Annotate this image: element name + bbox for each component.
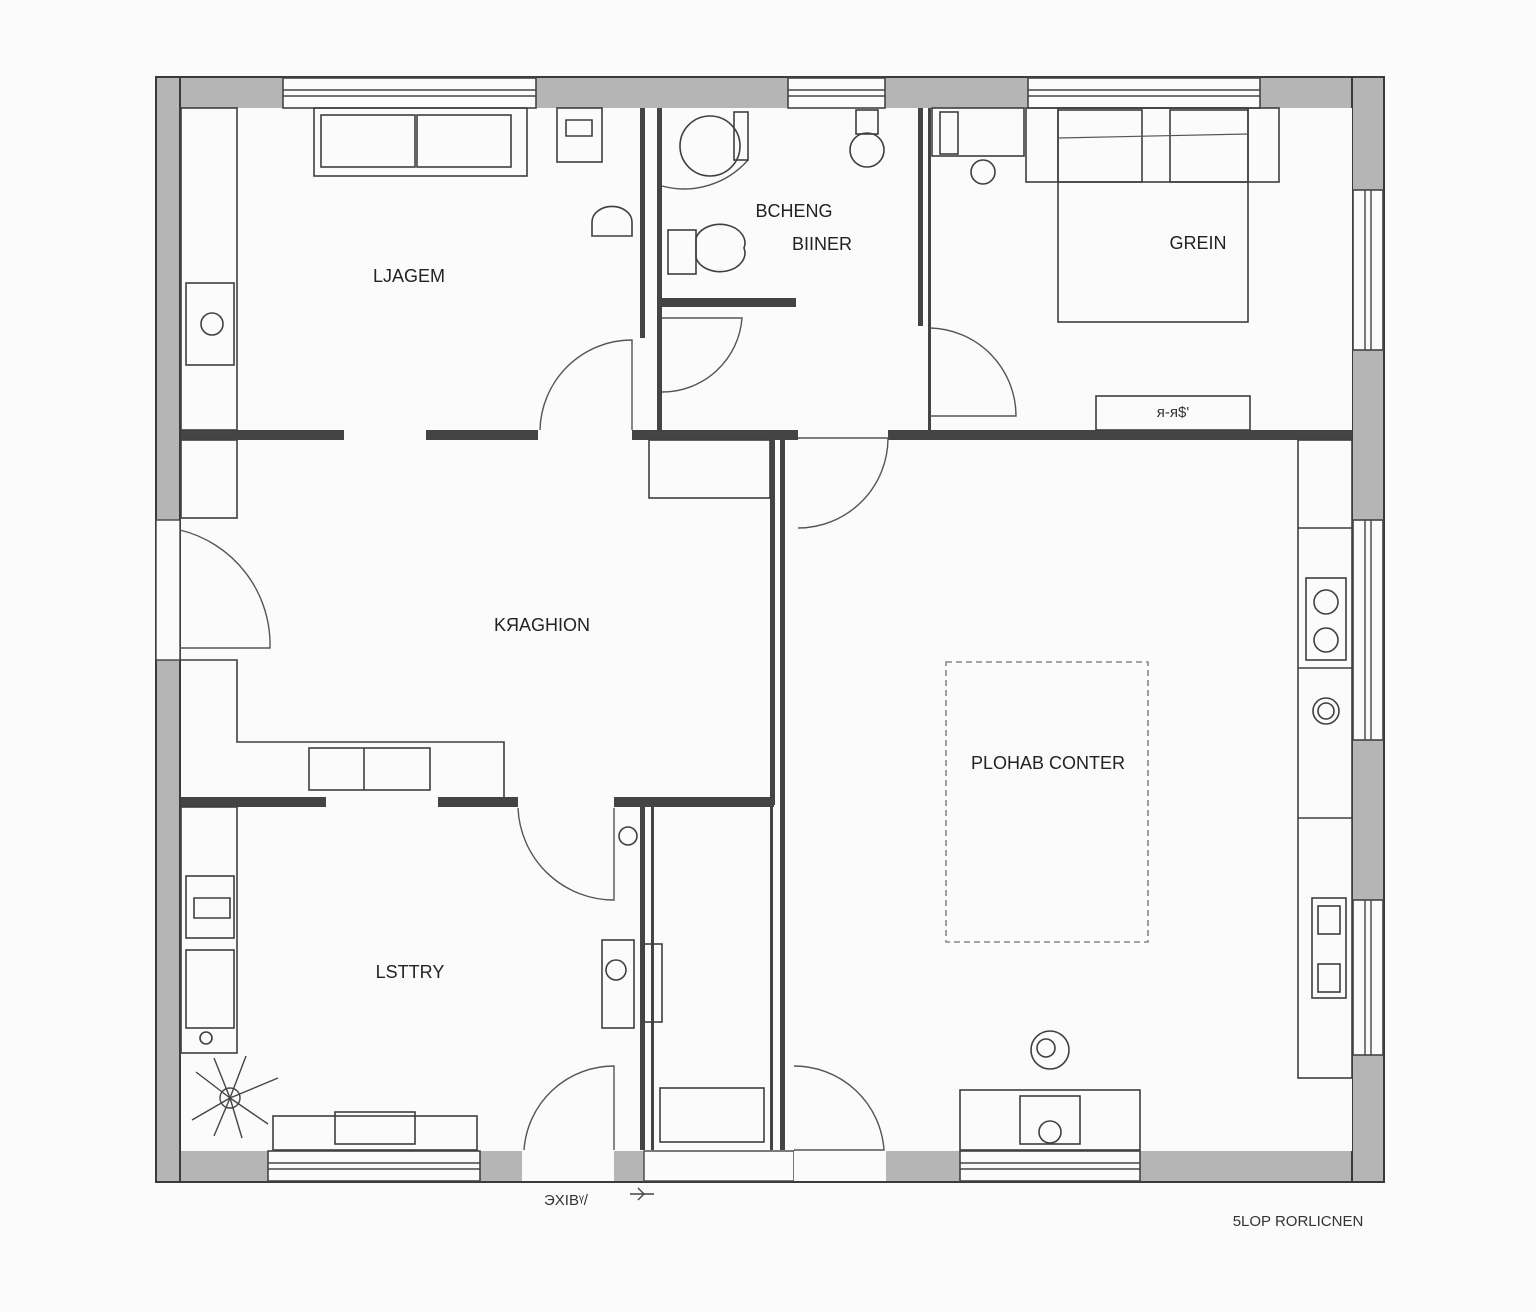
north-arrow-icon <box>630 1187 654 1201</box>
room-label-bottom-left: LSTTRY <box>376 962 445 982</box>
room-label-right-center: PLOHAB CONTER <box>971 753 1125 773</box>
bottom-left-furniture <box>180 806 663 1151</box>
bedroom-furniture <box>931 107 1280 431</box>
windows <box>155 77 1384 1182</box>
plant-icon <box>191 1055 279 1139</box>
right-room-furniture <box>945 439 1353 1151</box>
room-label-top-mid-2: BIINER <box>792 234 852 254</box>
door-swings <box>179 317 1017 1151</box>
room-label-top-mid-1: BCHENG <box>755 201 832 221</box>
scale-note: ЭXIBᵞ/ <box>544 1192 589 1209</box>
top-left-furniture <box>180 107 633 431</box>
room-label-top-left: LJAGEM <box>373 266 445 286</box>
plan-title: 5LOP RORLICNEN <box>1233 1213 1364 1230</box>
kitchen-furniture <box>180 439 771 797</box>
room-label-top-right: GREIN <box>1169 233 1226 253</box>
room-label-center-left: KЯAGHION <box>494 615 590 635</box>
interior-walls <box>181 108 1352 1150</box>
corridor-furniture <box>659 1087 765 1143</box>
top-mid-furniture <box>661 109 885 275</box>
bedroom-tag: ᴙ-ᴙ$' <box>1157 404 1190 421</box>
